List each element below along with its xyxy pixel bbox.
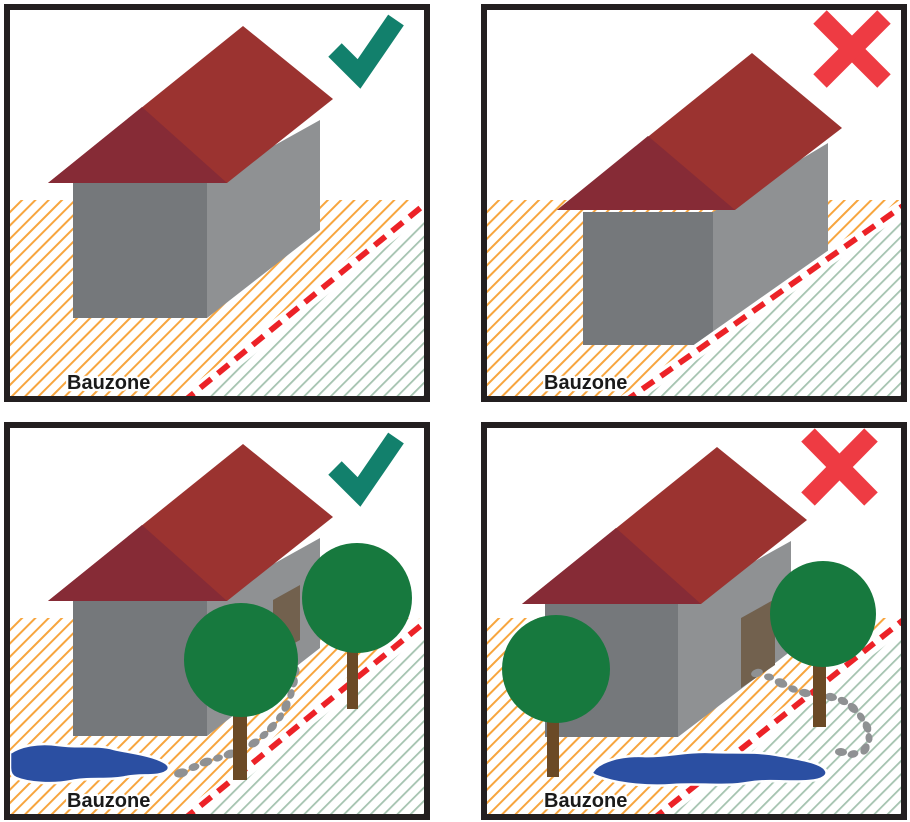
house-front-wall	[73, 601, 207, 736]
panel-top-left: Bauzone	[4, 4, 430, 402]
house	[48, 26, 333, 318]
bauzone-boundary-line	[622, 200, 907, 402]
check-icon	[328, 432, 404, 507]
tree-left	[502, 615, 610, 777]
house-side-wall	[713, 143, 828, 345]
panel-border	[481, 4, 907, 402]
tree-canopy	[770, 561, 876, 667]
house-front-wall	[73, 183, 207, 318]
tree-front	[184, 603, 298, 780]
bauzone-label: Bauzone	[544, 372, 627, 394]
panel-bottom-right-illustration: Bauzone	[481, 422, 907, 820]
panel-border	[4, 422, 430, 820]
house-door	[741, 599, 775, 688]
pond	[590, 750, 828, 787]
tree-trunk	[347, 630, 358, 709]
tree-right	[770, 561, 876, 727]
house-roof-gable	[48, 107, 227, 183]
bauzone-label: Bauzone	[67, 790, 150, 812]
bauzone-boundary-line	[181, 197, 430, 402]
tree-canopy	[302, 543, 412, 653]
house-roof-gable	[557, 136, 735, 210]
house	[48, 444, 333, 736]
non-bauzone-hatch-area	[196, 211, 430, 402]
panel-top-right-illustration: Bauzone	[481, 4, 907, 402]
panel-top-left-illustration: Bauzone	[4, 4, 430, 402]
non-bauzone-hatch-area	[637, 212, 907, 402]
cross-icon	[813, 10, 891, 88]
check-icon	[328, 14, 404, 89]
pond	[8, 742, 171, 785]
house	[522, 447, 807, 737]
panel-border	[481, 422, 907, 820]
tree-canopy	[502, 615, 610, 723]
panel-top-right: Bauzone	[481, 4, 907, 402]
panel-bottom-right: Bauzone	[481, 422, 907, 820]
house-front-wall	[583, 212, 713, 345]
non-bauzone-hatch-area	[196, 629, 430, 820]
house-roof-gable	[522, 528, 701, 604]
bauzone-label: Bauzone	[67, 372, 150, 394]
panel-border	[4, 4, 430, 402]
panel-bottom-left-illustration: Bauzone	[4, 422, 430, 820]
tree-back	[302, 543, 412, 709]
house-roof-gable	[48, 525, 227, 601]
panel-bottom-left: Bauzone	[4, 422, 430, 820]
bauzone-boundary-line	[650, 614, 907, 820]
house	[557, 53, 842, 345]
bauzone-boundary-line	[181, 615, 430, 820]
tree-canopy	[184, 603, 298, 717]
bauzone-label: Bauzone	[544, 790, 627, 812]
tree-trunk	[813, 650, 826, 727]
cross-icon	[801, 428, 878, 506]
